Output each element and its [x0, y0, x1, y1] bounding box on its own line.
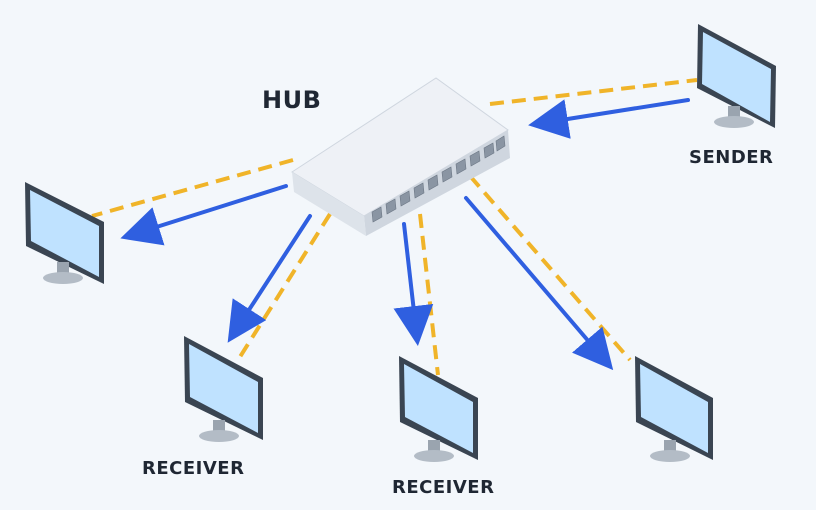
- arrow-hub-to-receiver-2: [393, 222, 434, 346]
- hub-label: HUB: [262, 86, 322, 114]
- arrow-hub-to-right: [464, 196, 614, 371]
- receiver-label-2: RECEIVER: [392, 477, 495, 498]
- arrow-hub-to-receiver-1: [227, 214, 312, 343]
- cable-sender: [489, 78, 698, 106]
- right-computer-icon: [635, 356, 713, 462]
- sender-label: SENDER: [689, 147, 774, 168]
- receiver-label-1: RECEIVER: [142, 458, 245, 479]
- arrow-sender-to-hub: [528, 98, 690, 139]
- receiver-computer-icon-1: [184, 336, 263, 442]
- signal-arrows: [120, 98, 690, 371]
- cable-left: [91, 158, 294, 218]
- sender-computer-icon: [697, 24, 776, 128]
- cable-right: [468, 174, 632, 362]
- hub-ports: [371, 135, 506, 223]
- left-computer-icon: [25, 182, 104, 284]
- hub-device: [291, 77, 510, 236]
- arrow-hub-to-left: [120, 184, 288, 246]
- cable-receiver-2: [418, 213, 440, 376]
- cable-receiver-1: [236, 212, 332, 362]
- receiver-computer-icon-2: [399, 356, 478, 462]
